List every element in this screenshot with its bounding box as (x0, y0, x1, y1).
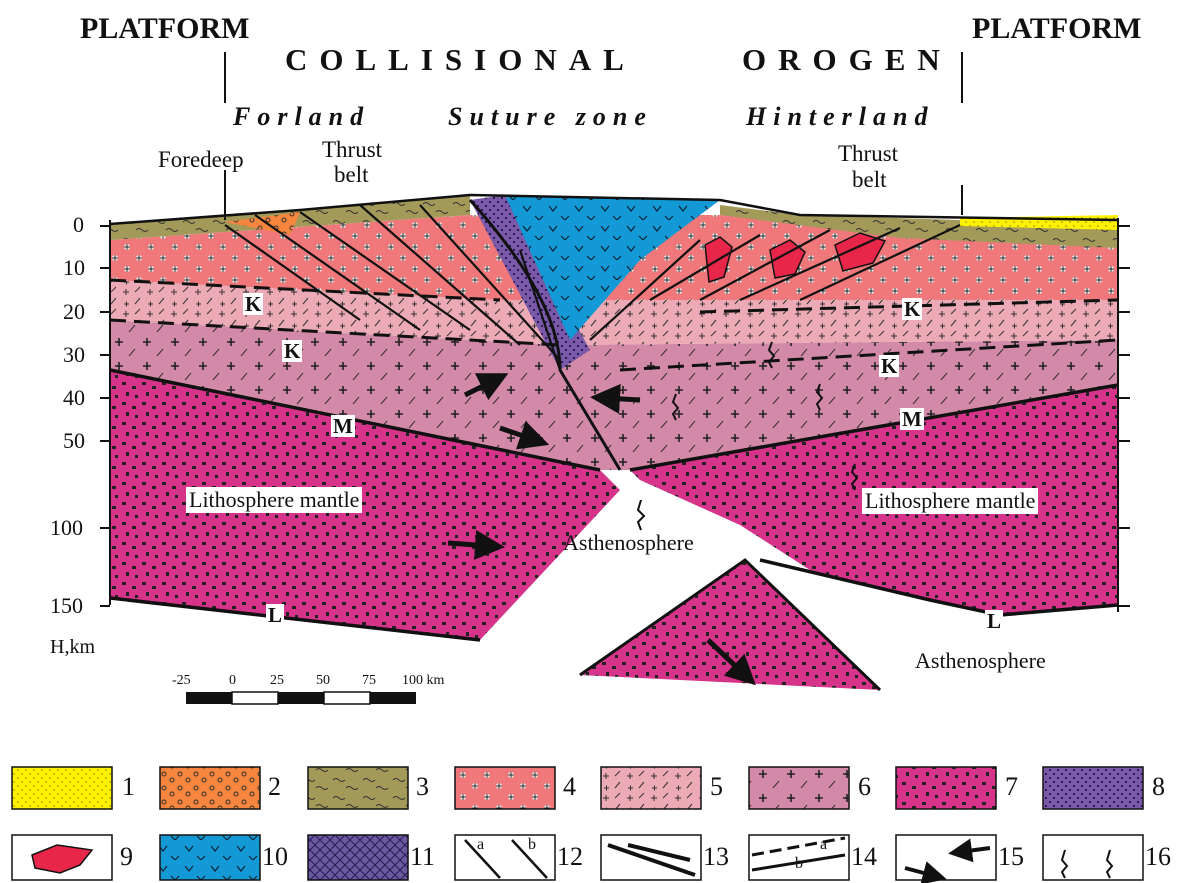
legend-number-9: 9 (120, 842, 133, 872)
scale-tick-100: 100 km (402, 673, 444, 689)
depth-tick-20: 20 (63, 299, 85, 325)
k2-right-tag: K (879, 355, 899, 377)
orogen-title-2: OROGEN (742, 42, 952, 78)
legend-number-15: 15 (998, 842, 1024, 872)
arrow-mantle (448, 543, 490, 546)
suture-zone-label: Suture zone (448, 102, 653, 132)
orogen-title-1: COLLISIONAL (285, 42, 636, 78)
legend-swatch-7 (896, 767, 996, 809)
depth-tick-100: 100 (50, 515, 83, 541)
scale-tick-25: 25 (270, 673, 284, 689)
scale-tick-minus25: -25 (172, 673, 191, 689)
depth-unit-label: H,km (50, 636, 95, 659)
thrust-belt-left-1: Thrust (322, 138, 382, 162)
legend-swatch-10 (160, 835, 260, 880)
legend-number-2: 2 (268, 772, 281, 802)
legend-swatch-15 (896, 835, 996, 880)
depth-tick-30: 30 (63, 342, 85, 368)
scale-tick-0: 0 (229, 673, 236, 689)
thrust-belt-right-1: Thrust (838, 142, 898, 166)
legend-12-a: a (477, 836, 484, 854)
depth-tick-0: 0 (73, 212, 84, 238)
legend-12-b: b (528, 836, 536, 854)
thrust-belt-right-2: belt (852, 168, 887, 192)
legend-swatch-4 (455, 767, 555, 809)
m-left-tag: M (331, 415, 355, 437)
legend-swatch-6 (749, 767, 849, 809)
arrow-center (605, 398, 640, 400)
legend-swatch-2 (160, 767, 260, 809)
scale-bar (186, 692, 416, 704)
legend-swatch-8 (1043, 767, 1143, 809)
legend-number-8: 8 (1152, 772, 1165, 802)
legend-number-12: 12 (557, 842, 583, 872)
thrust-belt-left-2: belt (334, 163, 369, 187)
k1-right-tag: K (902, 298, 922, 320)
lithosphere-mantle-left-label: Lithosphere mantle (186, 487, 362, 513)
foredeep-label: Foredeep (158, 148, 244, 172)
legend-number-5: 5 (710, 772, 723, 802)
scale-tick-50: 50 (316, 673, 330, 689)
legend-number-14: 14 (851, 842, 877, 872)
m-right-tag: M (900, 408, 924, 430)
fluid-1 (638, 500, 644, 530)
l-left-tag: L (266, 604, 284, 626)
legend-number-13: 13 (703, 842, 729, 872)
legend-swatch-11 (308, 835, 408, 880)
depth-tick-150: 150 (50, 593, 83, 619)
legend-number-3: 3 (416, 772, 429, 802)
k2-left-tag: K (282, 340, 302, 362)
scale-tick-75: 75 (362, 673, 376, 689)
legend-number-11: 11 (410, 842, 435, 872)
forland-label: Forland (233, 102, 370, 132)
legend-number-1: 1 (122, 772, 135, 802)
legend-swatch-12 (455, 835, 555, 880)
legend-number-16: 16 (1145, 842, 1171, 872)
l-right-tag: L (985, 610, 1003, 632)
lithosphere-mantle-right-label: Lithosphere mantle (862, 488, 1038, 514)
platform-right-label: PLATFORM (972, 12, 1141, 46)
legend-number-7: 7 (1005, 772, 1018, 802)
legend-14-a: a (820, 836, 827, 854)
platform-left-label: PLATFORM (80, 12, 249, 46)
legend-swatch-16 (1043, 835, 1143, 880)
depth-tick-10: 10 (63, 255, 85, 281)
hinterland-label: Hinterland (746, 102, 934, 132)
legend-swatch-3 (308, 767, 408, 809)
asthenosphere-right-label: Asthenosphere (912, 648, 1049, 674)
legend-swatch-1 (12, 767, 112, 809)
k1-left-tag: K (243, 293, 263, 315)
asthenosphere-center-label: Asthenosphere (560, 530, 697, 556)
legend-number-4: 4 (563, 772, 576, 802)
depth-tick-40: 40 (63, 385, 85, 411)
legend-swatch-5 (601, 767, 701, 809)
depth-tick-50: 50 (63, 428, 85, 454)
legend-number-6: 6 (858, 772, 871, 802)
sinking-slab-layer (580, 560, 880, 690)
legend-number-10: 10 (262, 842, 288, 872)
legend-14-b: b (795, 855, 803, 873)
